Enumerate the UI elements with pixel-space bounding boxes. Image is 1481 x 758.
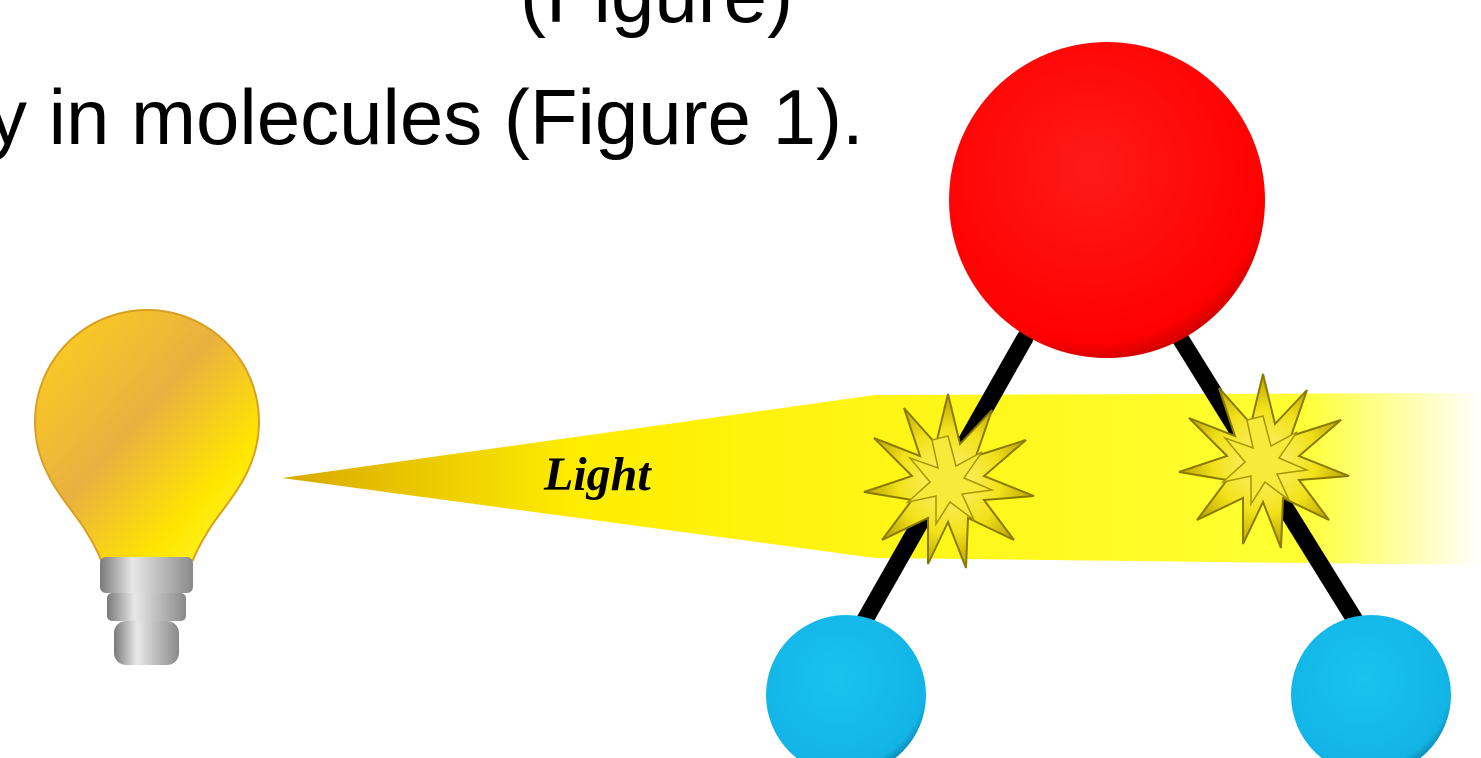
light-bulb-icon (33, 308, 261, 665)
starburst-icon (863, 393, 1035, 569)
light-beam (282, 393, 1481, 565)
caption-main-line: y in molecules (Figure 1). (0, 73, 864, 161)
light-label: Light (543, 448, 652, 501)
caption-top-line: (Figure) (520, 0, 793, 34)
outer-atom-right (1291, 615, 1451, 758)
central-atom (949, 42, 1265, 358)
starburst-icon (1178, 373, 1350, 549)
outer-atom-left (766, 615, 926, 758)
